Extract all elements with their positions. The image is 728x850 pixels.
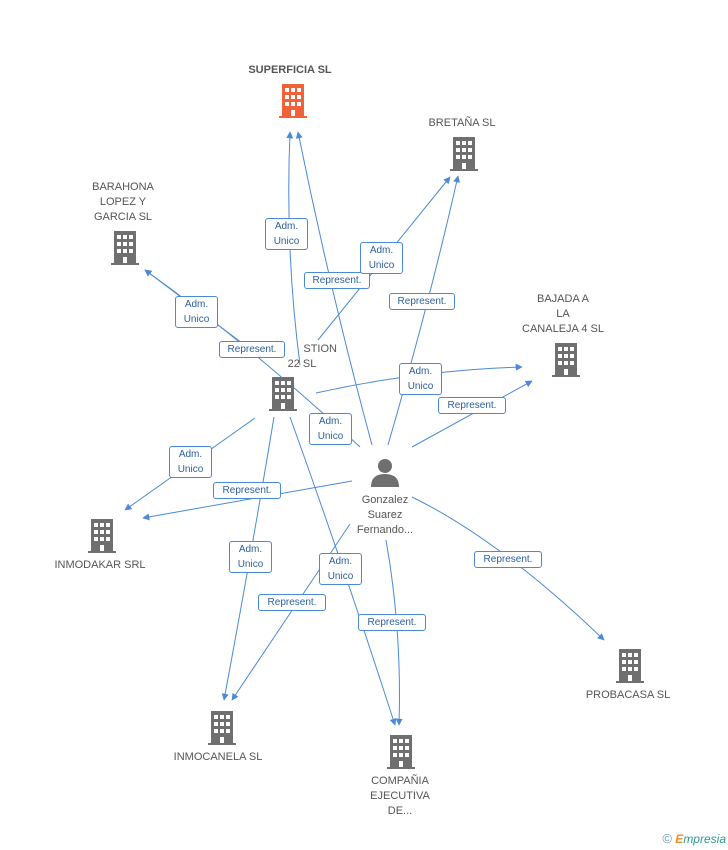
edge-label-adm-unico[interactable]: Adm. Unico [229,541,272,573]
edge-label-adm-unico[interactable]: Adm. Unico [360,242,403,274]
edge-label-represent[interactable]: Represent. [438,397,506,414]
edge-label-represent[interactable]: Represent. [389,293,455,310]
building-icon[interactable] [552,343,580,377]
edge-label-represent[interactable]: Represent. [474,551,542,568]
building-icon[interactable] [269,377,297,411]
edge-label-represent[interactable]: Represent. [304,272,370,289]
edge-label-adm-unico[interactable]: Adm. Unico [169,446,212,478]
edge-label-represent[interactable]: Represent. [358,614,426,631]
node-label-superficia[interactable]: SUPERFICIA SL [248,64,332,76]
brand-initial: E [675,832,684,846]
edge-person-superficia [295,131,373,446]
node-label-barahona[interactable]: BARAHONA LOPEZ Y GARCIA SL [92,181,154,223]
building-icon[interactable] [279,84,307,118]
node-label-inmocanela[interactable]: INMOCANELA SL [173,751,263,763]
building-icon[interactable] [387,735,415,769]
edge-label-adm-unico[interactable]: Adm. Unico [309,413,352,445]
edge-label-adm-unico[interactable]: Adm. Unico [175,296,218,328]
edge-person-bajada [411,380,533,448]
copyright-icon: © [662,831,672,846]
edge-person-probacasa [411,496,605,641]
building-icon[interactable] [616,649,644,683]
footer-brand: © Empresia [662,831,726,846]
edge-person-inmodakar [142,480,353,521]
node-label-bretana[interactable]: BRETAÑA SL [428,117,496,129]
node-label-compania[interactable]: COMPAÑIA EJECUTIVA DE... [370,775,430,817]
node-label-gestion[interactable]: STION 22 SL [287,343,337,370]
nodes [88,84,644,769]
building-icon[interactable] [450,137,478,171]
edge-label-adm-unico[interactable]: Adm. Unico [319,553,362,585]
node-label-probacasa[interactable]: PROBACASA SL [585,689,671,701]
edge-label-represent[interactable]: Represent. [258,594,326,611]
building-icon[interactable] [208,711,236,745]
edge-label-represent[interactable]: Represent. [219,341,285,358]
building-icon[interactable] [88,519,116,553]
node-label-inmodakar[interactable]: INMODAKAR SRL [54,559,146,571]
node-label-person[interactable]: Gonzalez Suarez Fernando... [356,494,414,536]
edge-label-represent[interactable]: Represent. [213,482,281,499]
edge-label-adm-unico[interactable]: Adm. Unico [265,218,308,250]
person-icon[interactable] [371,459,399,487]
edge-person-compania [385,539,403,726]
node-label-bajada[interactable]: BAJADA A LA CANALEJA 4 SL [522,293,604,335]
brand-name: mpresia [683,832,726,846]
building-icon[interactable] [111,231,139,265]
edges [124,131,605,726]
edge-label-adm-unico[interactable]: Adm. Unico [399,363,442,395]
